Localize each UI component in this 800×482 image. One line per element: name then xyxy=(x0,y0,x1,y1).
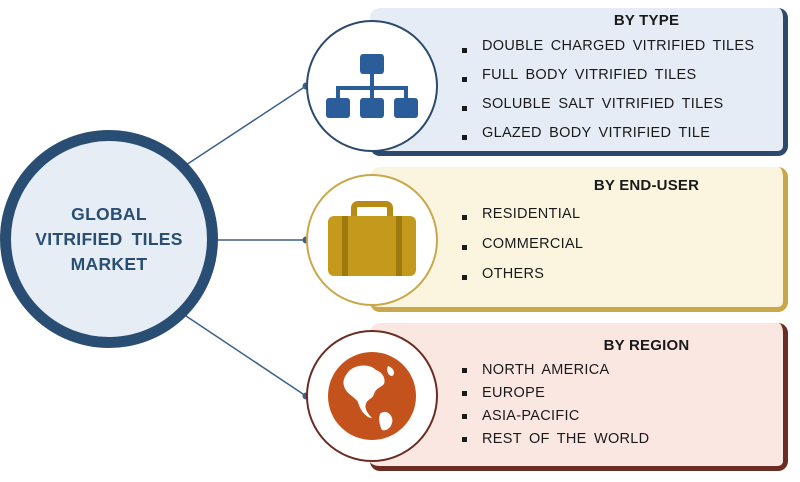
list-item: SOLUBLE SALT VITRIFIED TILES xyxy=(458,94,754,123)
center-circle: GLOBAL VITRIFIED TILES MARKET xyxy=(0,130,218,348)
icon-ring-by-type xyxy=(306,20,438,152)
panel-title-by-region: BY REGION xyxy=(603,337,690,354)
icon-ring-by-end-user xyxy=(306,174,438,306)
list-item: FULL BODY VITRIFIED TILES xyxy=(458,65,754,94)
list-by-region: NORTH AMERICA EUROPE ASIA-PACIFIC REST O… xyxy=(458,359,649,451)
panel-title-by-end-user: BY END-USER xyxy=(593,177,700,194)
list-item: EUROPE xyxy=(458,382,649,405)
panel-by-type: BY TYPE DOUBLE CHARGED VITRIFIED TILES F… xyxy=(370,8,788,156)
icon-ring-by-region xyxy=(306,330,438,462)
list-item: COMMERCIAL xyxy=(458,233,583,263)
globe-icon xyxy=(317,341,427,451)
list-by-end-user: RESIDENTIAL COMMERCIAL OTHERS xyxy=(458,203,583,293)
connector-type xyxy=(185,85,307,166)
center-title: GLOBAL VITRIFIED TILES MARKET xyxy=(35,203,183,274)
panel-by-region: BY REGION NORTH AMERICA EUROPE ASIA-PACI… xyxy=(370,323,788,471)
panel-title-by-type: BY TYPE xyxy=(613,12,680,29)
connector-region xyxy=(185,315,307,397)
list-item: DOUBLE CHARGED VITRIFIED TILES xyxy=(458,36,754,65)
briefcase-icon xyxy=(317,185,427,295)
panel-by-end-user: BY END-USER RESIDENTIAL COMMERCIAL OTHER… xyxy=(370,167,788,312)
list-item: REST OF THE WORLD xyxy=(458,428,649,451)
list-by-type: DOUBLE CHARGED VITRIFIED TILES FULL BODY… xyxy=(458,36,754,152)
list-item: NORTH AMERICA xyxy=(458,359,649,382)
list-item: GLAZED BODY VITRIFIED TILE xyxy=(458,123,754,152)
list-item: ASIA-PACIFIC xyxy=(458,405,649,428)
list-item: RESIDENTIAL xyxy=(458,203,583,233)
list-item: OTHERS xyxy=(458,263,583,293)
hierarchy-icon xyxy=(317,31,427,141)
